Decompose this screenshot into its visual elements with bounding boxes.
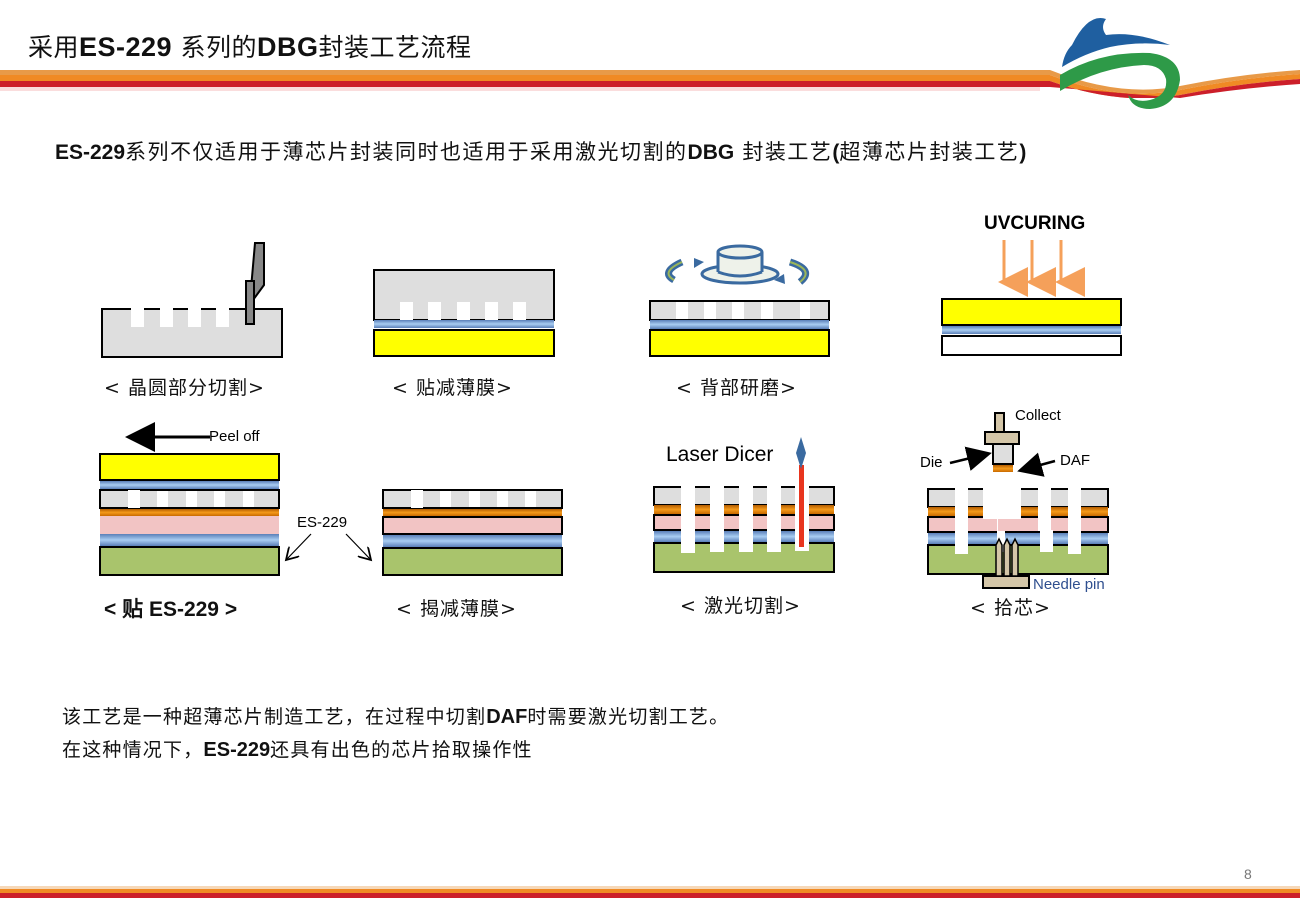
bg-tape: [649, 329, 830, 357]
bg-tape: [373, 329, 555, 357]
die-label: Die: [920, 454, 943, 471]
step-pick-up: Collect Die DAF Needle pin: [920, 407, 1109, 593]
title-product: ES-229: [79, 32, 173, 62]
es229-callout-label: ES-229: [297, 514, 347, 531]
footer-stripes: [0, 886, 1300, 898]
intro-dbg: DBG: [687, 141, 735, 164]
grinding-wheel-icon: [665, 244, 810, 285]
caption-laser-dicing: < 激光切割>: [680, 595, 801, 617]
step-uv-curing: UVCURING: [941, 213, 1122, 356]
intro-text: 超薄芯片封装工艺: [839, 140, 1020, 164]
collet-icon: [984, 412, 1020, 472]
daf-label: DAF: [1060, 452, 1090, 469]
laser-beam-icon: [796, 437, 806, 547]
uv-curing-label: UVCURING: [984, 213, 1085, 234]
caption-suffix: >: [218, 598, 238, 621]
summary-paragraph: 该工艺是一种超薄芯片制造工艺，在过程中切割DAF时需要激光切割工艺。 在这种情况…: [62, 701, 729, 767]
title-text: 采用: [28, 33, 80, 62]
summary-text: 还具有出色的芯片拾取操作性: [270, 739, 533, 761]
caption-peel-bg-tape: < 揭减薄膜>: [396, 598, 517, 620]
step-attach-es229: Peel off: [99, 422, 280, 576]
caption-wafer-half-cut: < 晶圆部分切割>: [104, 377, 265, 399]
title-text: 系列的: [172, 33, 258, 62]
intro-text: 封装工艺: [734, 140, 833, 164]
step-laser-dicing: Laser Dicer: [653, 437, 835, 573]
es229-callout: ES-229: [286, 514, 371, 560]
caption-pick-up: < 拾芯>: [970, 597, 1051, 619]
caption-product: ES-229: [148, 598, 219, 621]
peel-off-label: Peel off: [209, 428, 260, 445]
summary-line-1: 该工艺是一种超薄芯片制造工艺，在过程中切割DAF时需要激光切割工艺。: [62, 701, 729, 734]
title-text: 封装工艺流程: [318, 33, 472, 62]
dicing-lanes: [681, 484, 809, 553]
company-logo: [1060, 18, 1180, 109]
intro-paren: (: [832, 141, 840, 164]
intro-paragraph: ES-229系列不仅适用于薄芯片封装同时也适用于采用激光切割的DBG 封装工艺(…: [55, 137, 1115, 168]
caption-attach-bg-tape: < 贴减薄膜>: [392, 377, 513, 399]
collect-label: Collect: [1015, 407, 1062, 424]
summary-daf: DAF: [486, 706, 528, 728]
summary-text: 在这种情况下，: [62, 739, 204, 761]
summary-product: ES-229: [203, 739, 271, 761]
caption-prefix: < 贴: [104, 598, 149, 621]
uv-arrows-icon: [998, 240, 1085, 297]
intro-product: ES-229: [55, 141, 126, 164]
intro-paren: ): [1019, 141, 1027, 164]
step-wafer-half-cut: [101, 242, 283, 358]
summary-text: 该工艺是一种超薄芯片制造工艺，在过程中切割: [62, 706, 487, 728]
grooves: [131, 308, 229, 327]
intro-text: 系列不仅适用于薄芯片封装同时也适用于采用激光切割的: [125, 140, 688, 164]
dicing-blade-icon: [245, 242, 265, 325]
page-title: 采用ES-229 系列的DBG封装工艺流程: [28, 28, 472, 64]
page-number: 8: [1244, 866, 1252, 882]
caption-attach-es229: < 贴 ES-229 >: [104, 593, 237, 623]
title-process: DBG: [257, 32, 319, 62]
step-peel-bg-tape: [382, 489, 563, 576]
summary-line-2: 在这种情况下，ES-229还具有出色的芯片拾取操作性: [62, 734, 729, 767]
needle-pin-icon: [982, 537, 1030, 589]
caption-back-grinding: < 背部研磨>: [676, 377, 797, 399]
laser-dicer-label: Laser Dicer: [666, 443, 773, 466]
needle-pin-label: Needle pin: [1033, 576, 1105, 593]
summary-text: 时需要激光切割工艺。: [527, 706, 730, 728]
step-attach-bg-tape: [373, 269, 555, 357]
step-back-grinding: [649, 244, 830, 357]
adhesive-layer: [374, 320, 554, 328]
